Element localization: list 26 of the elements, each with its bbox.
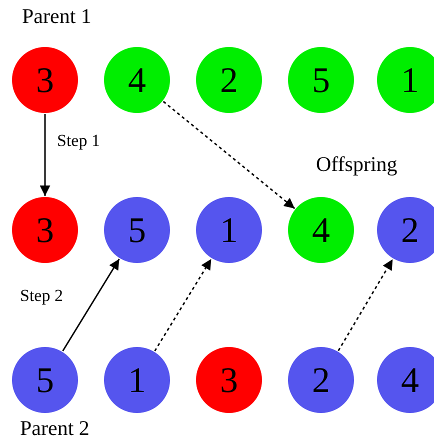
gene-circle [377, 197, 434, 263]
row-label: Parent 2 [20, 416, 90, 441]
gene-value: 2 [401, 212, 419, 248]
arrow [40, 114, 50, 196]
gene-value: 3 [36, 212, 54, 248]
arrow [338, 258, 394, 352]
row-label: Offspring [316, 152, 398, 177]
gene-circle [377, 47, 434, 113]
gene-value: 2 [312, 362, 330, 398]
gene-circle [377, 347, 434, 413]
gene-value: 1 [128, 362, 146, 398]
gene-value: 4 [128, 62, 146, 98]
gene-value: 1 [220, 212, 238, 248]
arrow [62, 258, 120, 352]
gene-value: 5 [312, 62, 330, 98]
gene-value: 4 [312, 212, 330, 248]
arrow [162, 100, 296, 210]
row-label: Parent 1 [22, 4, 92, 29]
gene-value: 5 [128, 212, 146, 248]
gene-value: 2 [220, 62, 238, 98]
gene-value: 3 [36, 62, 54, 98]
arrow [154, 258, 212, 352]
gene-value: 3 [220, 362, 238, 398]
gene-value: 1 [401, 62, 419, 98]
gene-value: 4 [401, 362, 419, 398]
gene-value: 5 [36, 362, 54, 398]
